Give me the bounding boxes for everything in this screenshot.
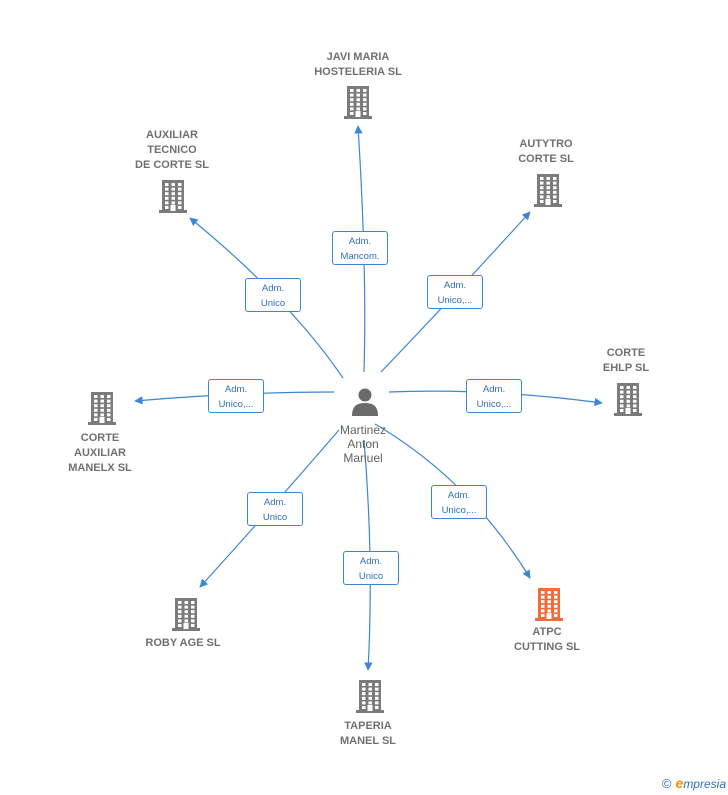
company-name-line: EHLP SL — [602, 362, 650, 374]
company-name-line: TAPERIA — [344, 720, 392, 732]
company-name-line: CUTTING SL — [514, 641, 580, 653]
role-text: Adm. — [263, 497, 287, 508]
company-name-line: JAVI MARIA — [326, 51, 390, 63]
building-icon[interactable] — [614, 382, 642, 416]
role-box-atpc[interactable]: Adm. Unico,... — [431, 485, 487, 519]
name-line: Martinez — [339, 423, 387, 437]
company-name-line: AUXILIAR — [74, 447, 126, 459]
role-text: Adm. — [359, 556, 383, 567]
role-box-roby[interactable]: Adm. Unico — [247, 492, 303, 526]
company-name-line: MANELX SL — [68, 462, 132, 474]
role-text: Unico,... — [218, 399, 254, 410]
role-box-autytro[interactable]: Adm. Unico,... — [427, 275, 483, 309]
role-text: Unico — [358, 571, 384, 582]
role-text: Adm. — [443, 280, 467, 291]
building-icon[interactable] — [535, 587, 563, 621]
company-name-line: MANEL SL — [339, 735, 397, 747]
company-label-corte-ehlp[interactable]: CORTE EHLP SL — [603, 346, 649, 376]
role-box-javi[interactable]: Adm. Mancom. — [332, 231, 388, 265]
company-label-autytro[interactable]: AUTYTRO CORTE SL — [518, 137, 574, 167]
person-icon — [352, 388, 378, 416]
copyright-symbol: © — [661, 776, 672, 791]
role-text: Adm. — [348, 236, 372, 247]
role-box-corte-ehlp[interactable]: Adm. Unico,... — [466, 379, 522, 413]
role-text: Unico,... — [441, 505, 477, 516]
company-name-line: AUTYTRO — [519, 138, 573, 150]
building-icon[interactable] — [88, 391, 116, 425]
role-text: Unico,... — [476, 399, 512, 410]
role-box-corte-auxiliar[interactable]: Adm. Unico,... — [208, 379, 264, 413]
center-person-name: Martinez Anton Manuel — [340, 423, 386, 465]
brand-initial: e — [675, 775, 684, 791]
role-text: Adm. — [482, 384, 506, 395]
brand-name: mpresia — [683, 777, 726, 791]
role-text: Adm. — [224, 384, 248, 395]
company-label-auxiliar[interactable]: AUXILIAR TECNICO DE CORTE SL — [135, 128, 209, 173]
company-label-atpc[interactable]: ATPC CUTTING SL — [514, 625, 580, 655]
company-name-line: ATPC — [532, 626, 562, 638]
company-label-javi[interactable]: JAVI MARIA HOSTELERIA SL — [314, 50, 402, 80]
company-name-line: ROBY AGE SL — [145, 637, 221, 649]
company-name-line: CORTE — [80, 432, 120, 444]
name-line: Manuel — [343, 451, 383, 465]
building-icon[interactable] — [159, 179, 187, 213]
role-text: Unico,... — [437, 295, 473, 306]
company-label-corte-auxiliar[interactable]: CORTE AUXILIAR MANELX SL — [68, 431, 132, 476]
company-name-line: DE CORTE SL — [135, 159, 209, 171]
company-name-line: TECNICO — [147, 144, 197, 156]
company-name-line: CORTE — [606, 347, 646, 359]
building-icon[interactable] — [534, 173, 562, 207]
role-text: Mancom. — [340, 251, 380, 262]
building-icon[interactable] — [356, 679, 384, 713]
name-line: Anton — [347, 437, 379, 451]
footer-brand[interactable]: ©empresia — [662, 775, 726, 791]
role-box-taperia[interactable]: Adm. Unico — [343, 551, 399, 585]
company-label-taperia[interactable]: TAPERIA MANEL SL — [340, 719, 396, 749]
role-text: Adm. — [447, 490, 471, 501]
company-name-line: AUXILIAR — [146, 129, 198, 141]
role-text: Unico — [260, 298, 286, 309]
company-label-roby[interactable]: ROBY AGE SL — [145, 636, 220, 651]
role-box-auxiliar[interactable]: Adm. Unico — [245, 278, 301, 312]
role-text: Adm. — [261, 283, 285, 294]
company-name-line: HOSTELERIA SL — [314, 66, 402, 78]
company-name-line: CORTE SL — [518, 153, 574, 165]
building-icon[interactable] — [344, 85, 372, 119]
building-icon[interactable] — [172, 597, 200, 631]
role-text: Unico — [262, 512, 288, 523]
